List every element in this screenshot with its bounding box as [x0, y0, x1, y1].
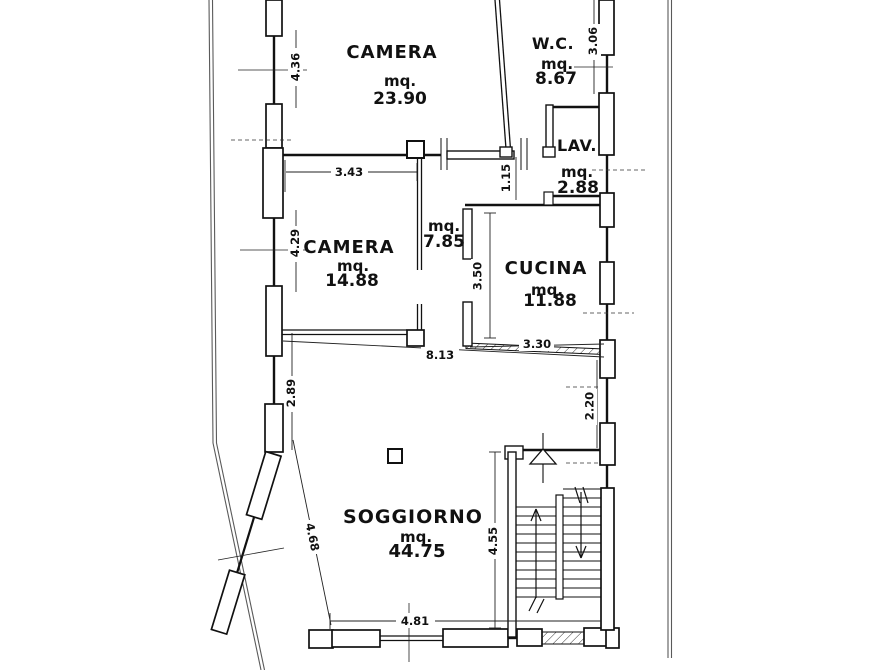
room-unit-camera-2: mq. — [337, 257, 369, 275]
stair-divider — [555, 494, 564, 600]
dim-camera-width: 3.43 — [335, 165, 363, 179]
room-area-camera-2: 14.88 — [325, 271, 379, 291]
stair-cut-marks — [528, 486, 589, 614]
staircase — [516, 433, 601, 614]
window — [599, 339, 616, 379]
window — [598, 0, 615, 56]
window — [265, 285, 283, 357]
room-name-soggiorno: SOGGIORNO — [343, 506, 483, 528]
wall-corner — [605, 627, 620, 649]
leader-lines — [231, 139, 646, 464]
lav-wall — [545, 104, 554, 150]
wall-pier — [542, 146, 556, 158]
dim-wc-height: 3.06 — [586, 27, 600, 55]
window — [599, 192, 615, 228]
window — [442, 628, 509, 648]
room-name-camera-1: CAMERA — [346, 42, 437, 63]
window — [245, 450, 283, 521]
room-unit-lav: mq. — [561, 163, 593, 181]
room-area-hall: 7.85 — [423, 232, 465, 252]
window — [599, 422, 616, 466]
window — [264, 403, 284, 453]
wall-corner — [308, 629, 334, 649]
dim-soggiorno-width: 4.81 — [401, 614, 429, 628]
flue — [543, 191, 554, 206]
room-area-wc: 8.67 — [535, 69, 577, 89]
dim-stair-side: 4.55 — [486, 527, 500, 555]
wall-corner — [406, 329, 425, 347]
dimension-labels: 4.36 3.43 3.06 1.15 4.29 3.50 3.30 8.13 … — [284, 27, 600, 628]
room-name-camera-2: CAMERA — [303, 237, 394, 258]
dim-left-middle: 4.29 — [288, 229, 302, 257]
window — [516, 628, 543, 647]
window — [210, 569, 246, 636]
dim-cucina-width: 3.30 — [523, 337, 551, 351]
window — [599, 261, 615, 305]
room-unit-wc: mq. — [541, 55, 573, 73]
window — [462, 208, 473, 260]
dim-hall-height: 3.50 — [471, 262, 485, 290]
stair-up-arrow — [530, 508, 542, 598]
stair-down-arrow — [575, 492, 587, 559]
stair-left-wall — [507, 451, 517, 638]
room-unit-soggiorno: mq. — [400, 528, 432, 546]
window — [462, 301, 473, 347]
room-unit-camera-1: mq. — [384, 72, 416, 90]
dim-upper-total-width: 8.13 — [426, 348, 454, 362]
room-area-soggiorno: 44.75 — [389, 541, 446, 562]
room-area-camera-1: 23.90 — [373, 89, 427, 109]
room-area-cucina: 11.88 — [523, 291, 577, 311]
door-openings — [440, 138, 528, 170]
windows-and-piers — [210, 0, 620, 649]
dim-left-upper: 4.36 — [289, 53, 303, 81]
dim-right-middle: 2.20 — [583, 392, 597, 420]
window — [265, 103, 283, 149]
pillar — [387, 448, 403, 464]
dim-diagonal-wall: 4.68 — [303, 522, 323, 553]
interior-walls — [278, 0, 512, 642]
window — [598, 92, 615, 156]
room-area-lav: 2.88 — [557, 178, 599, 198]
stair-right-wall — [600, 487, 615, 631]
room-name-wc: W.C. — [532, 34, 574, 53]
window — [331, 629, 381, 648]
window — [262, 147, 284, 219]
door-symbol — [528, 433, 558, 483]
room-unit-hall: mq. — [428, 217, 460, 235]
dimension-label-backers — [284, 24, 601, 628]
room-labels: CAMERA mq. 23.90 W.C. mq. 8.67 LAV. mq. … — [303, 34, 599, 562]
dim-hall-top: 1.15 — [499, 164, 513, 192]
pillar — [406, 140, 425, 159]
room-name-cucina: CUCINA — [505, 258, 588, 279]
room-name-lav: LAV. — [557, 136, 597, 155]
room-unit-cucina: mq. — [531, 281, 563, 299]
wall-pier — [499, 146, 513, 158]
parcel-boundary — [208, 0, 673, 670]
window — [265, 0, 283, 37]
dim-left-lower: 2.89 — [284, 379, 298, 407]
